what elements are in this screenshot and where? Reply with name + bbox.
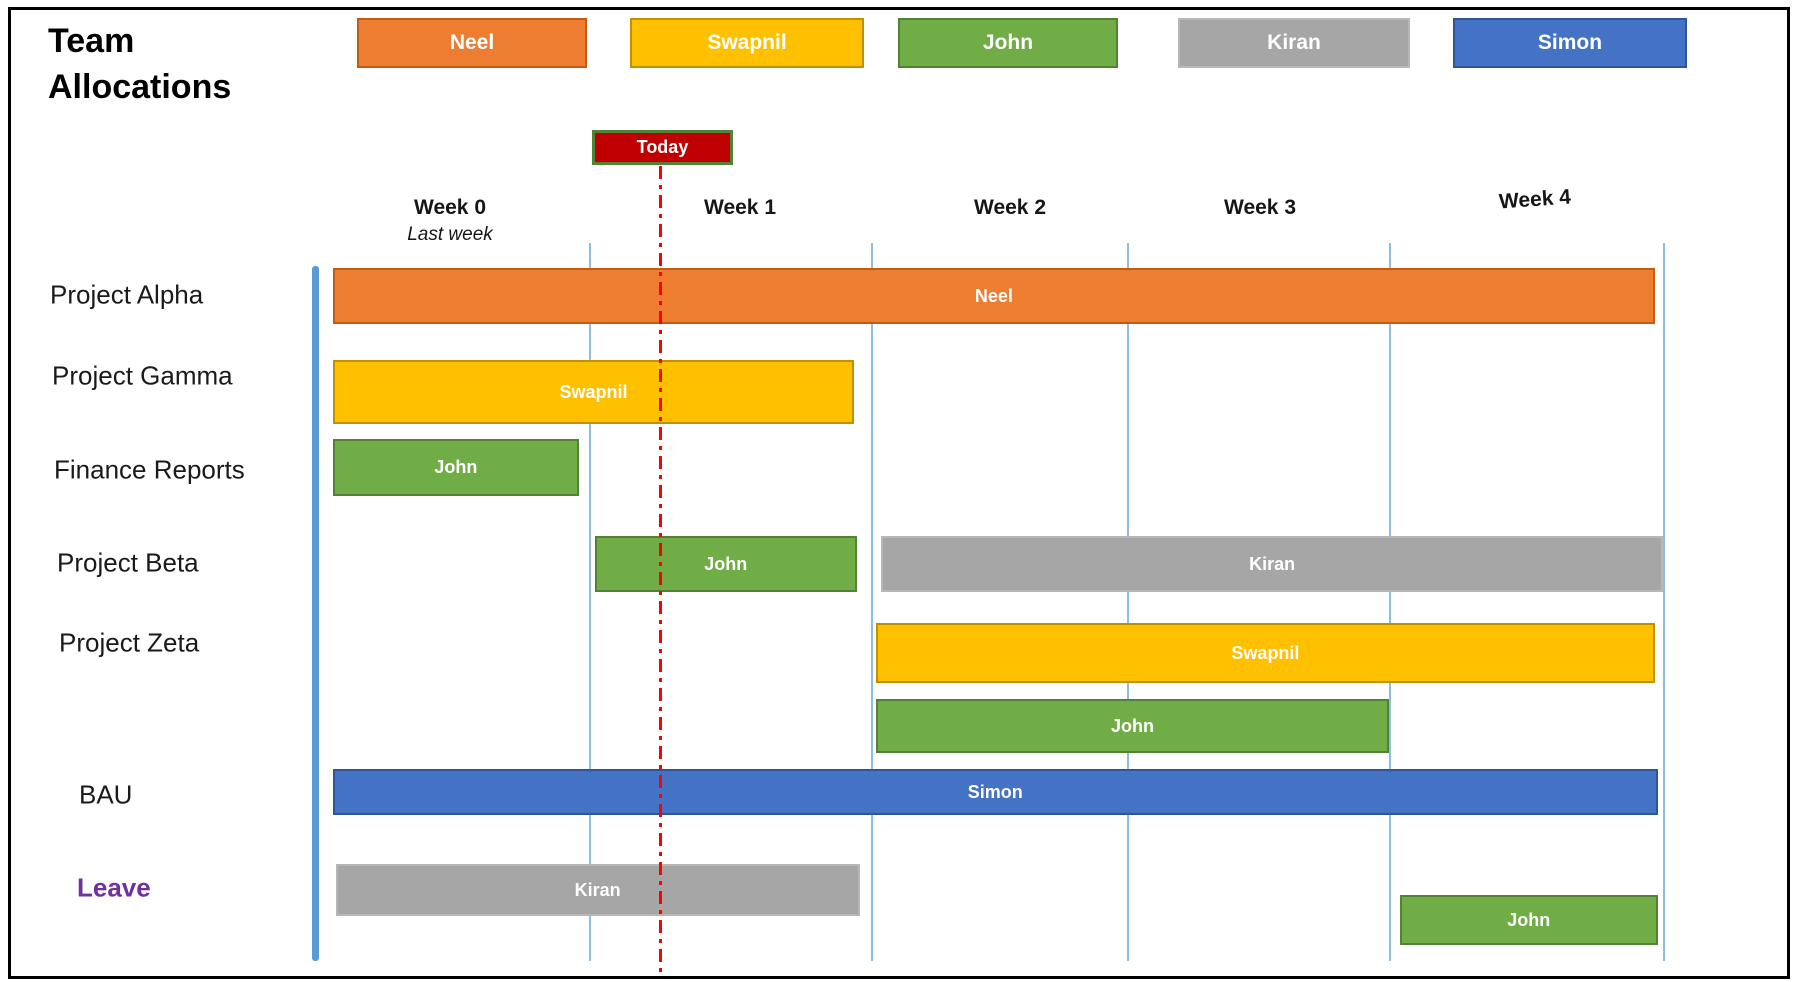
bar-leave-kiran: Kiran [335, 864, 860, 916]
page-title: Team Allocations [48, 18, 231, 110]
bar-project-beta-kiran: Kiran [881, 536, 1663, 592]
row-label-leave: Leave [77, 872, 151, 903]
week-gridline-5 [1663, 243, 1665, 961]
row-label-project-alpha: Project Alpha [50, 279, 204, 310]
bar-bau-simon: Simon [333, 769, 1658, 815]
bar-project-alpha-neel: Neel [333, 268, 1655, 324]
week-label-4: Week 4 [1498, 185, 1572, 214]
week-gridline-1 [589, 243, 591, 961]
slide-frame [8, 7, 1790, 979]
legend-item-neel: Neel [357, 18, 587, 68]
week-gridline-4 [1389, 243, 1391, 961]
week-label-2: Week 2 [974, 196, 1046, 219]
legend-item-simon: Simon [1453, 18, 1687, 68]
bar-project-gamma-swapnil: Swapnil [333, 360, 855, 424]
row-label-project-beta: Project Beta [57, 547, 199, 578]
week-label-3: Week 3 [1224, 196, 1296, 219]
page-title-line1: Team [48, 22, 135, 60]
bar-project-zeta-swapnil: Swapnil [876, 623, 1655, 683]
week-gridline-2 [871, 243, 873, 961]
legend-item-swapnil: Swapnil [630, 18, 864, 68]
week-label-0: Week 0 [414, 196, 486, 219]
row-label-project-zeta: Project Zeta [59, 627, 200, 658]
bar-project-beta-john: John [594, 536, 857, 592]
row-label-finance-reports: Finance Reports [54, 454, 245, 485]
legend-item-kiran: Kiran [1178, 18, 1410, 68]
chart-left-axis [312, 266, 319, 961]
bar-project-zeta-john: John [876, 699, 1389, 753]
week-label-1: Week 1 [704, 196, 776, 219]
bar-leave-john: John [1399, 895, 1658, 945]
bar-finance-reports-john: John [333, 439, 579, 496]
week-sublabel-0: Last week [407, 224, 493, 245]
legend-item-john: John [898, 18, 1118, 68]
today-marker-line [659, 166, 662, 972]
row-label-bau: BAU [79, 779, 133, 810]
row-label-project-gamma: Project Gamma [52, 360, 233, 391]
page-title-line2: Allocations [48, 68, 232, 106]
week-gridline-3 [1127, 243, 1129, 961]
today-badge: Today [592, 130, 733, 165]
